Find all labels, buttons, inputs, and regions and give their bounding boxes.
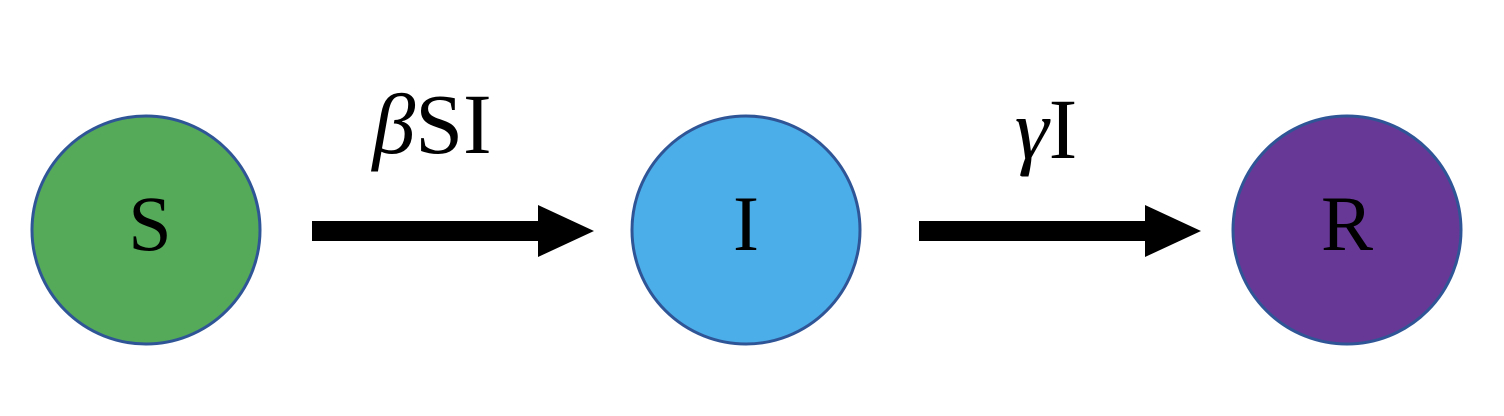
node-s-circle (30, 114, 262, 346)
gamma-symbol: γ (1015, 81, 1051, 177)
node-r: R (1231, 114, 1463, 346)
node-s: S (30, 114, 262, 346)
recovery-term: I (1049, 81, 1078, 177)
arrow-i-to-r (919, 205, 1201, 257)
node-s-label: S (128, 180, 171, 267)
node-r-label: R (1321, 180, 1373, 267)
node-i: I (630, 114, 862, 346)
recovery-rate-label: γI (1015, 81, 1078, 177)
node-i-circle (630, 114, 862, 346)
infection-rate-label: βSI (370, 76, 491, 172)
arrow-s-to-i (312, 205, 594, 257)
node-i-label: I (733, 180, 759, 267)
arrow-s-to-i-head (538, 205, 594, 257)
arrow-s-to-i-shaft (312, 221, 542, 241)
arrow-i-to-r-head (1145, 205, 1201, 257)
node-r-circle (1231, 114, 1463, 346)
arrow-i-to-r-shaft (919, 221, 1149, 241)
infection-term: SI (415, 76, 491, 172)
beta-symbol: β (370, 76, 415, 172)
